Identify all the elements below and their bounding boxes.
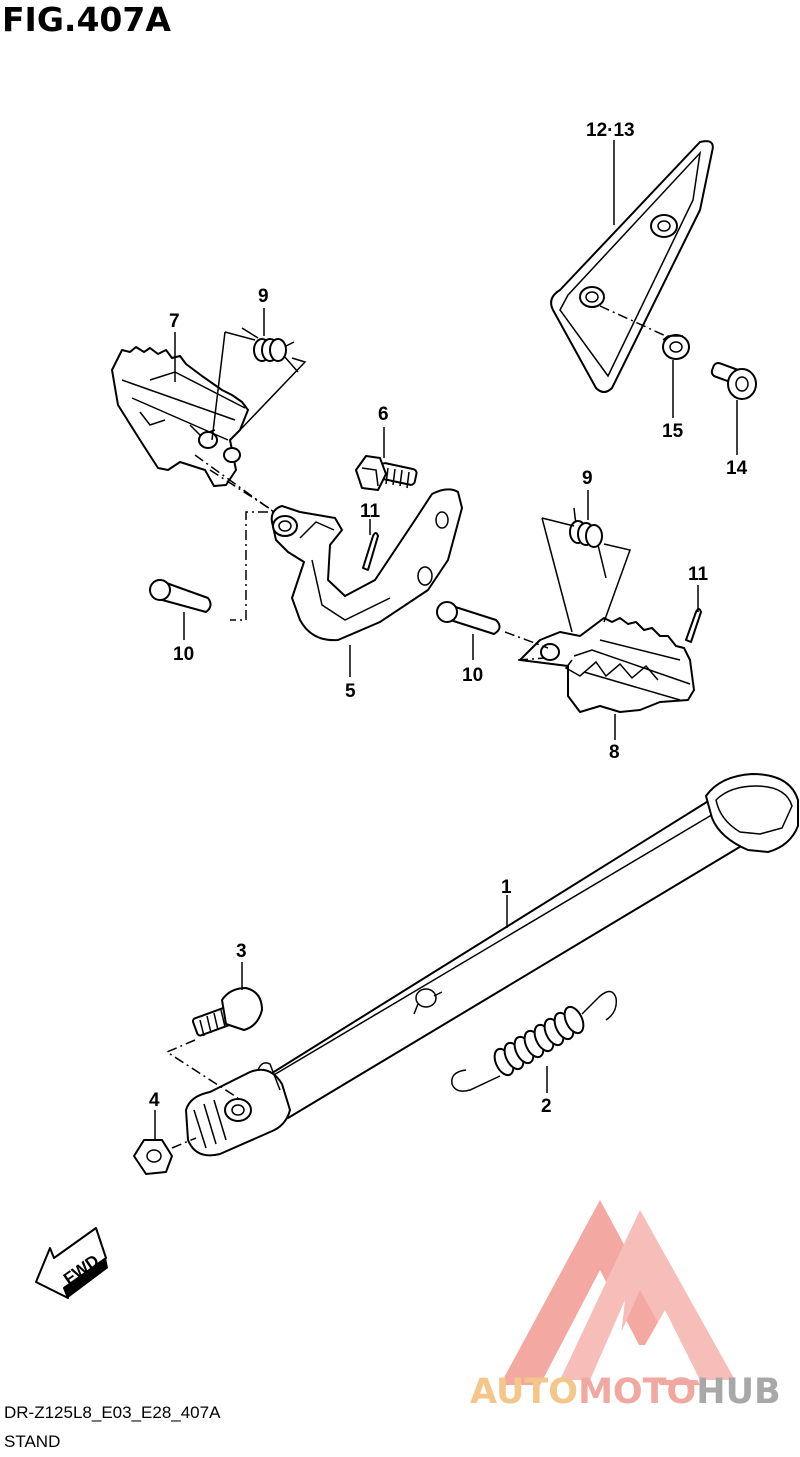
collar-15 <box>662 334 690 360</box>
spring-9-left <box>241 327 299 373</box>
watermark-auto: AUTO <box>470 1372 579 1412</box>
guard-plate-12-13 <box>550 140 714 393</box>
callout-1: 1 <box>501 877 512 898</box>
callout-9-left: 9 <box>258 286 269 307</box>
callout-2: 2 <box>541 1096 552 1117</box>
diagram-name: STAND <box>4 1432 61 1451</box>
watermark-moto: MOTO <box>578 1372 697 1412</box>
pin-10-left <box>149 579 212 613</box>
spring-2 <box>451 990 618 1092</box>
watermark-hub: HUB <box>696 1372 781 1412</box>
callout-9-right: 9 <box>582 468 593 489</box>
figure-title: FIG.407A <box>2 0 171 39</box>
footrest-8 <box>519 617 695 713</box>
callout-15: 15 <box>662 421 684 442</box>
callout-7: 7 <box>169 311 180 332</box>
callout-11-right: 11 <box>688 564 709 585</box>
spring-9-right <box>569 507 607 579</box>
bracket-5 <box>270 488 463 642</box>
nut-4 <box>133 1139 173 1175</box>
callout-5: 5 <box>345 681 356 702</box>
callout-8: 8 <box>609 742 620 763</box>
bolt-14 <box>710 362 757 400</box>
callout-6: 6 <box>378 404 389 425</box>
watermark-logo <box>500 1200 735 1385</box>
callout-12-13: 12·13 <box>586 120 635 141</box>
bolt-3 <box>191 987 263 1037</box>
callout-4: 4 <box>149 1090 160 1111</box>
watermark-text: AUTOMOTOHUB <box>470 1372 781 1412</box>
diagram-code: DR-Z125L8_E03_E28_407A <box>4 1403 221 1422</box>
callout-3: 3 <box>236 941 247 962</box>
pin-10-right <box>436 601 501 635</box>
callout-14: 14 <box>726 458 748 479</box>
bolt-6 <box>355 455 418 491</box>
fwd-arrow-icon: FWD <box>35 1227 108 1299</box>
callout-10-right: 10 <box>462 665 483 686</box>
callout-11-left: 11 <box>360 501 381 522</box>
cotter-pin-11-left <box>362 532 379 571</box>
cotter-pin-11-right <box>685 608 702 643</box>
footrest-7 <box>111 346 249 487</box>
side-stand-1 <box>185 773 799 1157</box>
callout-10-left: 10 <box>173 644 194 665</box>
